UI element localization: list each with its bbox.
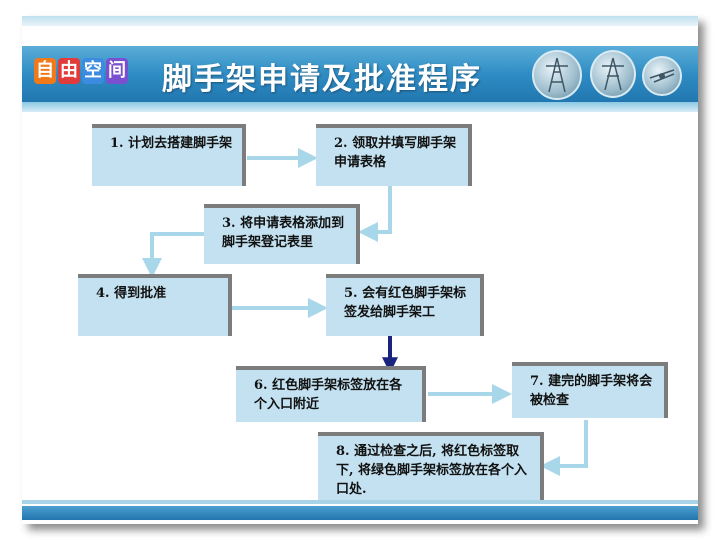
bottom-bar xyxy=(22,506,698,520)
step-5-box: 5. 会有红色脚手架标签发给脚手架工 xyxy=(326,274,484,336)
arrow-3-to-4 xyxy=(142,232,205,278)
step-6-box: 6. 红色脚手架标签放在各个入口附近 xyxy=(236,366,426,422)
photo-tower-icon xyxy=(532,50,582,100)
tower-icon xyxy=(546,57,568,93)
step-2-box: 2. 领取并填写脚手架申请表格 xyxy=(316,124,472,186)
step-7-box: 7. 建完的脚手架将会被检查 xyxy=(512,362,668,418)
logo-char-4: 间 xyxy=(106,58,128,84)
step-3-box: 3. 将申请表格添加到脚手架登记表里 xyxy=(204,204,360,264)
logo: 自 由 空 间 xyxy=(34,58,128,86)
banner-stripe xyxy=(22,102,698,112)
step-4-box: 4. 得到批准 xyxy=(78,274,232,336)
step-8-box: 8. 通过检查之后, 将红色标签取下, 将绿色脚手架标签放在各个入口处. xyxy=(318,432,544,500)
logo-char-2: 由 xyxy=(58,58,80,84)
insulator-icon xyxy=(649,69,675,83)
logo-char-3: 空 xyxy=(82,58,104,84)
photo-insulator-icon xyxy=(642,56,682,96)
page-title: 脚手架申请及批准程序 xyxy=(162,62,482,97)
arrow-7-to-8 xyxy=(540,420,588,476)
pylon-icon xyxy=(602,57,624,91)
top-bar xyxy=(22,16,698,26)
bottom-line xyxy=(22,500,698,504)
photo-pylon-icon xyxy=(590,50,636,98)
step-1-box: 1. 计划去搭建脚手架 xyxy=(92,124,246,186)
title-banner xyxy=(22,46,698,102)
logo-char-1: 自 xyxy=(34,58,56,84)
arrow-2-to-3 xyxy=(358,186,392,242)
